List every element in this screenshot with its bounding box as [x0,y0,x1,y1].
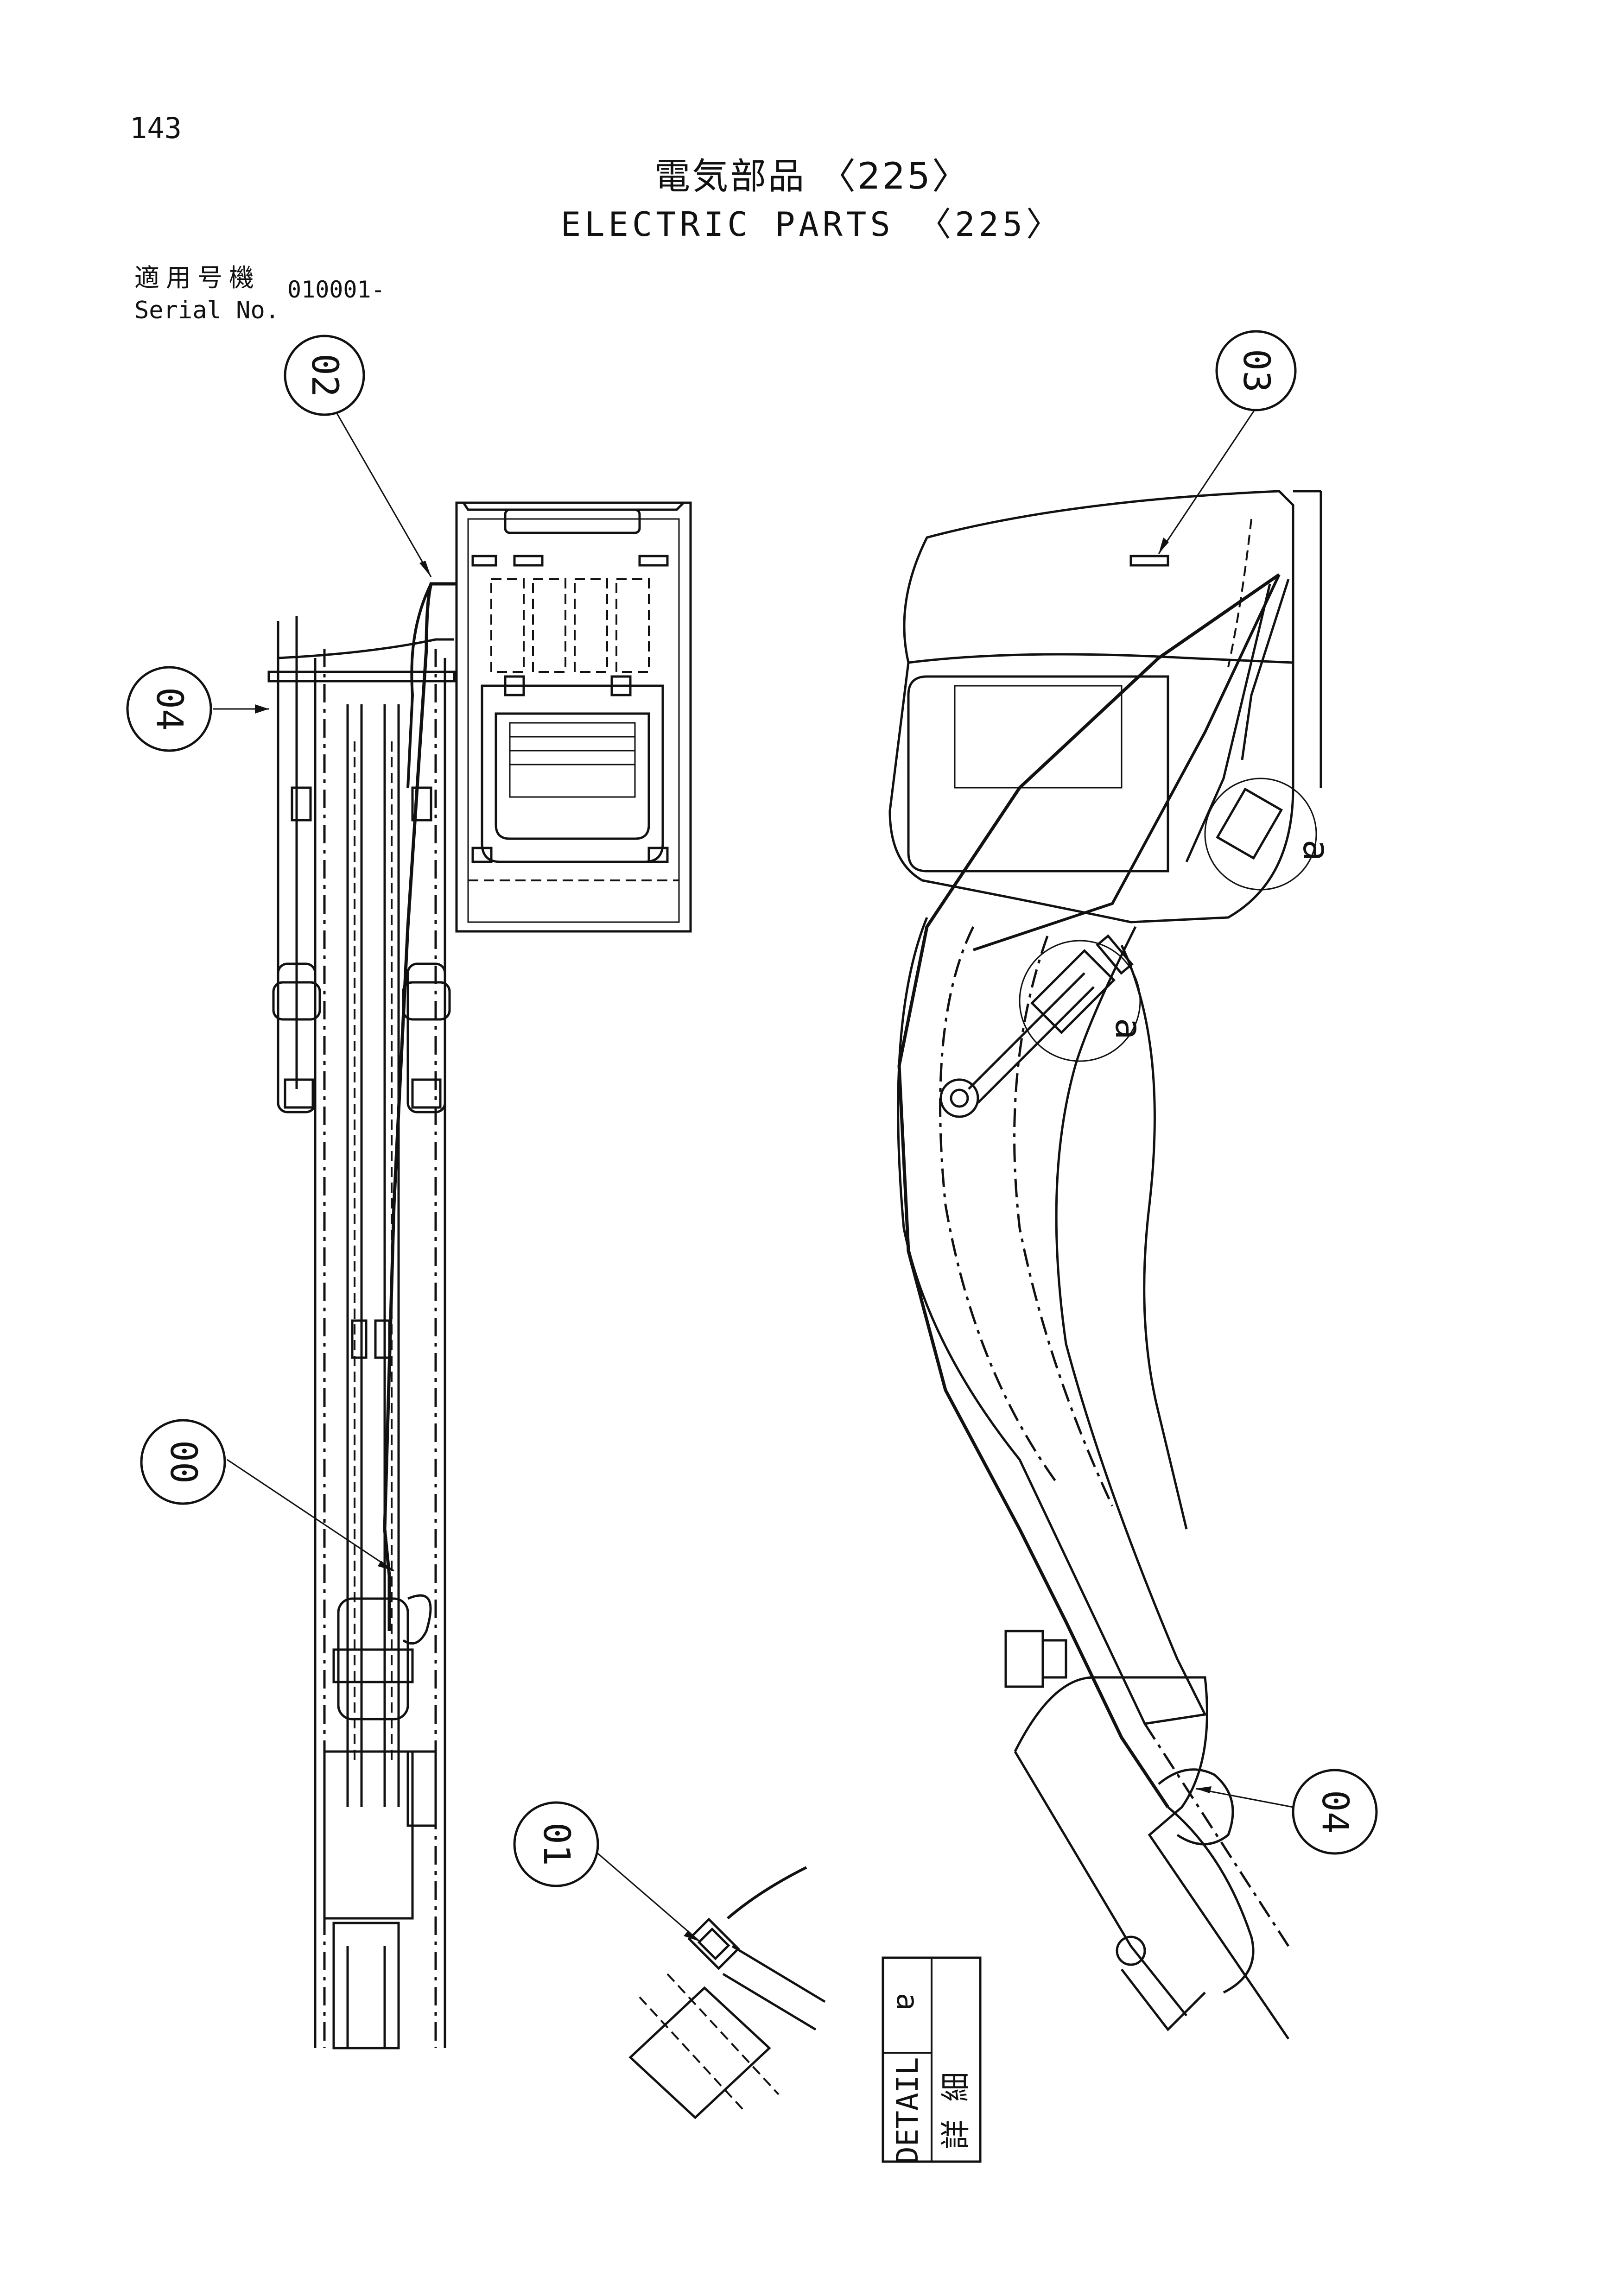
serial-value: 010001- [287,276,385,303]
detail-label-japanese: 詳 細 [939,2072,973,2150]
callout-02-label: 02 [304,354,345,397]
side-view-machine [888,490,1322,2040]
callout-00: 00 [140,1419,226,1505]
detail-marker-label: a [890,1993,924,2011]
callout-01-label: 01 [535,1822,577,1866]
callout-leaders [213,407,1294,1942]
detail-label-english: DETAIL [891,2057,925,2164]
callout-01: 01 [513,1801,599,1887]
top-view-machine [267,501,692,2049]
serial-label-english: Serial No. [134,297,280,324]
callout-04-right-label: 04 [1314,1790,1356,1834]
page-number: 143 [130,111,182,145]
callout-02: 02 [284,335,365,416]
serial-label-japanese: 適用号機 [134,263,260,292]
callout-04-top: 04 [126,666,212,752]
detail-marker-a-upper: a [1295,840,1337,861]
title-japanese: 電気部品 〈225〉 [654,156,970,197]
callout-00-label: 00 [162,1440,204,1484]
detail-box: DETAIL 詳 細 a [882,1956,982,2164]
callout-04-top-label: 04 [148,687,190,731]
title-english: ELECTRIC PARTS 〈225〉 [560,205,1064,244]
callout-03-label: 03 [1235,349,1277,392]
detail-a-sensor-drawing [628,1866,826,2119]
callout-03: 03 [1215,330,1297,411]
detail-marker-a-lower: a [1107,1018,1149,1040]
callout-04-right: 04 [1292,1769,1378,1855]
